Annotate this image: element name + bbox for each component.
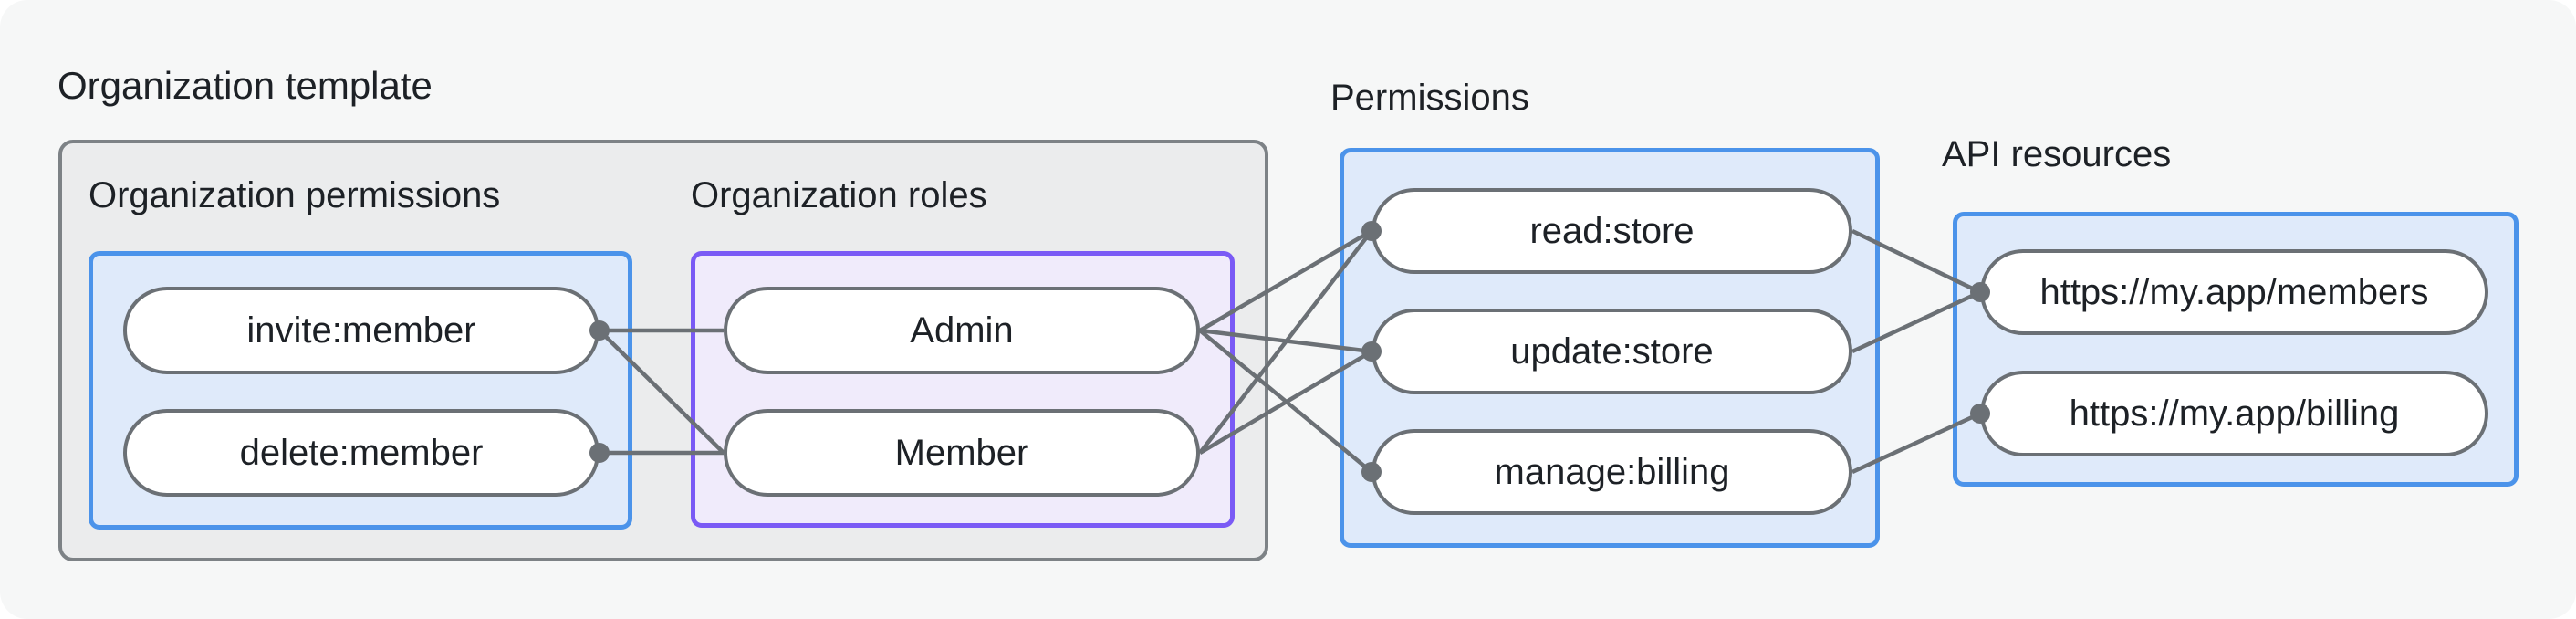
node-delete-member: delete:member — [123, 409, 600, 497]
node-member: Member — [724, 409, 1200, 497]
node-members-url: https://my.app/members — [1980, 249, 2488, 335]
node-invite-member: invite:member — [123, 287, 600, 374]
node-update-store: update:store — [1371, 309, 1852, 394]
org-roles-label: Organization roles — [691, 175, 987, 215]
node-read-store: read:store — [1371, 188, 1852, 274]
node-admin: Admin — [724, 287, 1200, 374]
permissions-label: Permissions — [1330, 78, 1529, 118]
api-resources-label: API resources — [1942, 134, 2172, 174]
node-manage-billing: manage:billing — [1371, 429, 1852, 515]
diagram-title: Organization template — [57, 64, 433, 107]
node-billing-url: https://my.app/billing — [1980, 371, 2488, 456]
org-permissions-label: Organization permissions — [89, 175, 501, 215]
